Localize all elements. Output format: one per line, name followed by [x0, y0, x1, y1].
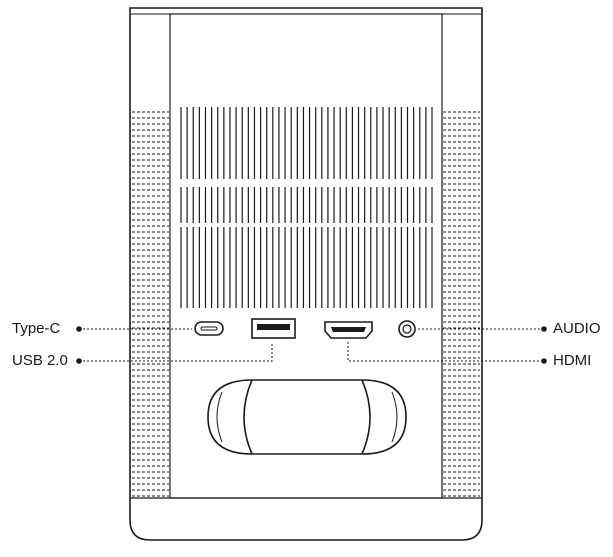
hdmi-label: HDMI: [553, 352, 592, 369]
audio-port: [398, 320, 416, 338]
left-speaker-grille: [132, 111, 169, 497]
cooling-vent: [180, 107, 433, 308]
type-c-port: [194, 321, 224, 336]
type-c-label: Type-C: [12, 320, 61, 337]
body-outline: [129, 7, 483, 541]
stand-handle: [207, 379, 407, 455]
leader-lines: [79, 328, 544, 362]
hdmi-port: [324, 321, 373, 339]
usb-port: [251, 318, 296, 339]
usb-label: USB 2.0: [12, 352, 68, 369]
audio-label: AUDIO: [553, 320, 601, 337]
right-speaker-grille: [443, 111, 480, 497]
leader-dots: [76, 326, 547, 364]
